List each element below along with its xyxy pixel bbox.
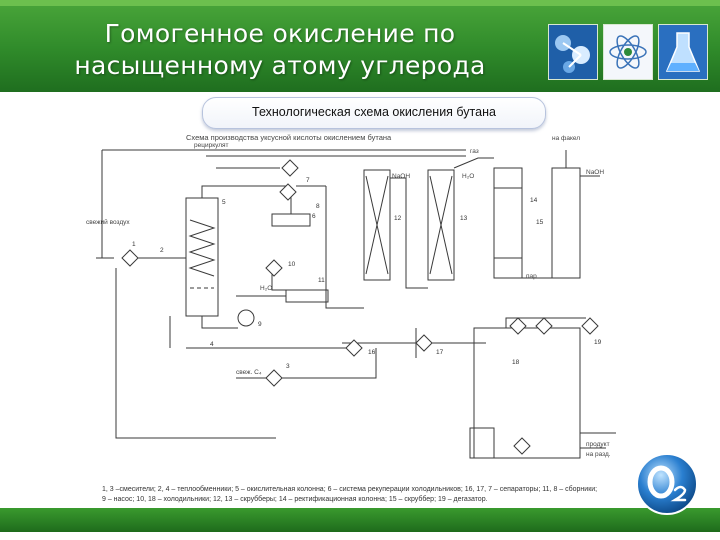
item-number-2: 2 — [160, 247, 164, 254]
subtitle: Технологическая схема окисления бутана — [252, 105, 496, 119]
title-band: Гомогенное окисление по насыщенному атом… — [0, 0, 720, 92]
title-line-1: Гомогенное окисление по — [104, 19, 456, 48]
torch-label: на факел — [552, 135, 580, 142]
flask-image — [658, 24, 708, 80]
steam-label: пар — [526, 273, 537, 280]
diagram-caption: Схема производства уксусной кислоты окис… — [186, 133, 392, 142]
fresh-c4-label: свеж. C₄ — [236, 369, 262, 376]
footer-band — [0, 508, 720, 532]
item-number-18: 18 — [512, 359, 520, 366]
item-number-7: 7 — [306, 177, 310, 184]
atom-image — [603, 24, 653, 80]
item-number-8: 8 — [316, 203, 320, 210]
item-number-17: 17 — [436, 349, 444, 356]
item-number-6: 6 — [312, 213, 316, 220]
gas-label: газ — [470, 148, 479, 155]
fresh-air-label: свежий воздух — [86, 218, 130, 226]
decorative-images — [548, 24, 708, 80]
item-number-5: 5 — [222, 199, 226, 206]
diagram-legend: 1, 3 –смесители; 2, 4 – теплообменники; … — [102, 485, 622, 505]
item-number-10: 10 — [288, 261, 296, 268]
recycle-label: рециркулят — [194, 142, 229, 149]
item-number-16: 16 — [368, 349, 376, 356]
item-number-19: 19 — [594, 339, 602, 346]
footer-line — [0, 532, 720, 540]
item-number-12: 12 — [394, 215, 402, 222]
item-number-9: 9 — [258, 321, 262, 328]
subtitle-box: Технологическая схема окисления бутана — [202, 97, 546, 129]
legend-line-2: 9 – насос; 10, 18 – холодильники; 12, 13… — [102, 496, 488, 503]
item-number-15: 15 — [536, 219, 544, 226]
molecule-image — [548, 24, 598, 80]
title-line-2: насыщенному атому углерода — [74, 51, 486, 80]
naoh-label-1: NaOH — [392, 173, 410, 180]
legend-line-1: 1, 3 –смесители; 2, 4 – теплообменники; … — [102, 486, 598, 493]
product-label-1: продукт — [586, 441, 610, 448]
item-number-4: 4 — [210, 341, 214, 348]
item-number-3: 3 — [286, 363, 290, 370]
oxygen-logo-icon — [636, 453, 698, 515]
naoh-label-2: NaOH — [586, 169, 604, 176]
item-number-1: 1 — [132, 241, 136, 248]
item-number-13: 13 — [460, 215, 468, 222]
slide-title: Гомогенное окисление по насыщенному атом… — [40, 18, 520, 82]
title-band-stripe — [0, 0, 720, 6]
h2o-small-label: H₂O — [260, 285, 272, 292]
product-label-2: на разд. — [586, 451, 611, 458]
process-flow-diagram: Схема производства уксусной кислоты окис… — [86, 133, 616, 459]
h2o-label: H₂O — [462, 173, 474, 180]
item-number-11: 11 — [318, 277, 325, 284]
item-number-14: 14 — [530, 197, 538, 204]
